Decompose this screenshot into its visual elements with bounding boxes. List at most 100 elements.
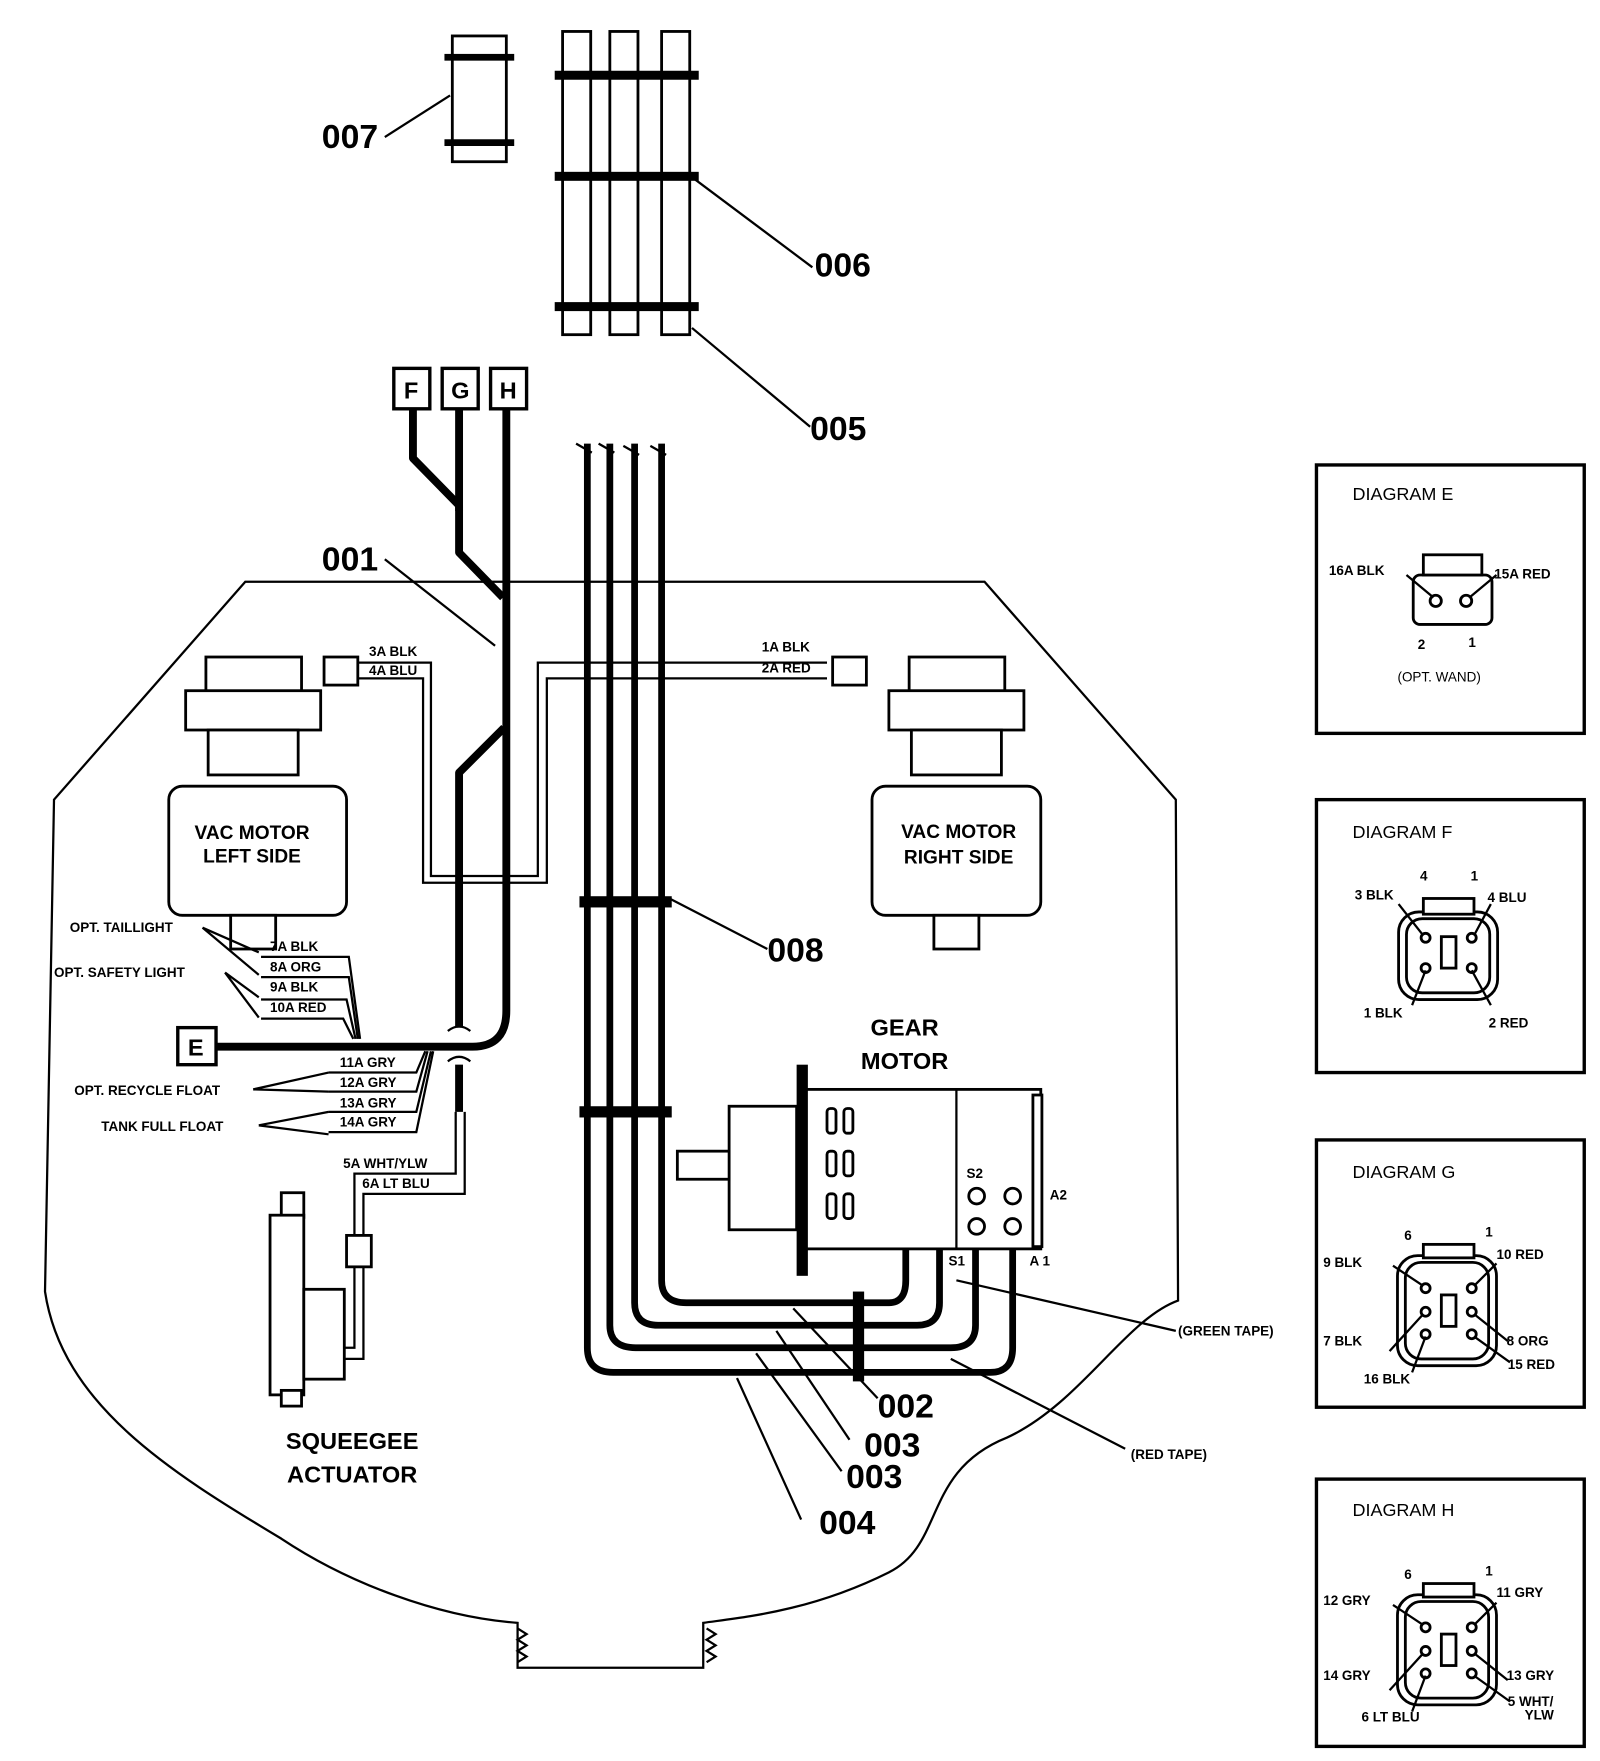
label-001: 001: [322, 541, 378, 579]
svg-text:16A BLK: 16A BLK: [1329, 563, 1385, 578]
svg-text:12 GRY: 12 GRY: [1323, 1593, 1370, 1608]
diagram-h: DIAGRAM H 6 1 12 GRY 11 GRY 14 GRY 13 GR…: [1314, 1477, 1586, 1749]
gear-motor: [675, 1064, 1044, 1276]
leader-006: [694, 178, 814, 269]
part-006-005-tubes: [554, 30, 699, 337]
svg-text:YLW: YLW: [1525, 1707, 1554, 1722]
leader-red-tape: [950, 1357, 1126, 1450]
wire-10a-label: 10A RED: [270, 1000, 327, 1015]
terminal-s1: S1: [949, 1254, 966, 1269]
svg-text:1: 1: [1485, 1225, 1493, 1240]
leader-005: [691, 327, 811, 428]
gear-motor-label-1: GEAR: [871, 1016, 939, 1042]
float-leaders: [252, 1071, 329, 1136]
svg-text:13 GRY: 13 GRY: [1507, 1668, 1554, 1683]
wire-11a-label: 11A GRY: [340, 1055, 396, 1070]
wire-5a-label: 5A WHT/YLW: [343, 1156, 427, 1171]
svg-text:H: H: [500, 379, 517, 405]
wire-7a-label: 7A BLK: [270, 939, 318, 954]
vac-wires: [357, 661, 828, 884]
spring-right: [704, 1627, 718, 1664]
float-wires: [328, 1050, 435, 1134]
svg-text:7 BLK: 7 BLK: [1323, 1333, 1362, 1348]
harness-001: [216, 408, 511, 1112]
wire-12a-label: 12A GRY: [340, 1075, 397, 1090]
svg-text:VAC MOTOR: VAC MOTOR: [194, 823, 309, 844]
wire-13a-label: 13A GRY: [340, 1095, 397, 1110]
svg-text:DIAGRAM E: DIAGRAM E: [1352, 484, 1453, 504]
svg-text:16 BLK: 16 BLK: [1364, 1372, 1411, 1387]
svg-text:6: 6: [1404, 1567, 1412, 1582]
svg-text:14 GRY: 14 GRY: [1323, 1668, 1370, 1683]
svg-text:VAC MOTOR: VAC MOTOR: [901, 822, 1016, 843]
connector-h: H: [488, 366, 529, 411]
svg-text:(OPT. WAND): (OPT. WAND): [1397, 670, 1480, 685]
actuator-plug: [345, 1233, 373, 1269]
leader-green-tape: [956, 1279, 1177, 1332]
svg-text:1 BLK: 1 BLK: [1364, 1006, 1403, 1021]
light-wires: [261, 955, 362, 1040]
svg-text:9 BLK: 9 BLK: [1323, 1255, 1362, 1270]
svg-text:3 BLK: 3 BLK: [1355, 888, 1394, 903]
label-008: 008: [767, 931, 823, 969]
label-003-a: 003: [864, 1427, 920, 1465]
label-004: 004: [819, 1504, 876, 1542]
svg-text:6 LT BLU: 6 LT BLU: [1361, 1710, 1419, 1725]
wire-1a-label: 1A BLK: [762, 639, 810, 654]
wire-9a-label: 9A BLK: [270, 980, 318, 995]
svg-text:4: 4: [1420, 869, 1428, 884]
wire-8a-label: 8A ORG: [270, 959, 321, 974]
svg-text:LEFT SIDE: LEFT SIDE: [203, 847, 301, 868]
svg-text:F: F: [404, 379, 418, 405]
svg-text:10 RED: 10 RED: [1496, 1247, 1543, 1262]
svg-text:15 RED: 15 RED: [1508, 1357, 1555, 1372]
label-007: 007: [322, 118, 378, 156]
label-002: 002: [878, 1387, 934, 1425]
svg-text:1: 1: [1485, 1564, 1493, 1579]
green-tape-label: (GREEN TAPE): [1178, 1323, 1274, 1338]
svg-text:G: G: [451, 379, 469, 405]
connector-e: E: [176, 1025, 218, 1067]
terminal-a2: A2: [1050, 1187, 1067, 1202]
wire-4a-label: 4A BLU: [369, 663, 417, 678]
part-007-sleeve: [444, 34, 515, 164]
spring-left: [515, 1627, 529, 1664]
wire-6a-label: 6A LT BLU: [362, 1176, 429, 1191]
actuator-wires: [343, 1111, 466, 1361]
leader-008: [668, 897, 768, 951]
svg-text:2 RED: 2 RED: [1489, 1016, 1529, 1031]
leader-001: [384, 558, 496, 647]
connector-g: G: [440, 366, 480, 411]
squeegee-label-2: ACTUATOR: [287, 1462, 417, 1488]
label-006: 006: [815, 246, 871, 284]
opt-taillight-label: OPT. TAILLIGHT: [70, 920, 174, 935]
svg-text:1: 1: [1471, 869, 1479, 884]
tank-full-float-label: TANK FULL FLOAT: [101, 1119, 224, 1134]
opt-safety-light-label: OPT. SAFETY LIGHT: [54, 965, 186, 980]
squeegee-actuator: [268, 1191, 346, 1408]
harness-leaders: [735, 1307, 879, 1520]
terminal-s2: S2: [967, 1166, 983, 1181]
opt-recycle-float-label: OPT. RECYCLE FLOAT: [74, 1083, 221, 1098]
wire-3a-label: 3A BLK: [369, 644, 417, 659]
vac-motor-right: VAC MOTOR RIGHT SIDE: [831, 655, 1043, 951]
squeegee-label-1: SQUEEGEE: [286, 1429, 419, 1455]
diagram-f: DIAGRAM F 4 1 3 BLK 4 BLU 1 BLK 2 RED: [1314, 797, 1586, 1075]
svg-text:8 ORG: 8 ORG: [1507, 1333, 1549, 1348]
connector-f: F: [392, 366, 432, 411]
svg-text:5 WHT/: 5 WHT/: [1508, 1694, 1554, 1709]
svg-text:DIAGRAM H: DIAGRAM H: [1352, 1500, 1454, 1520]
wire-14a-label: 14A GRY: [340, 1114, 397, 1129]
vac-motor-left: VAC MOTOR LEFT SIDE: [167, 655, 360, 951]
svg-text:E: E: [188, 1036, 204, 1062]
diagram-g: DIAGRAM G 6 1 9 BLK 10 RED 7 BLK 8 ORG 1…: [1314, 1138, 1586, 1409]
leader-007: [384, 94, 451, 138]
svg-text:4 BLU: 4 BLU: [1487, 890, 1526, 905]
wire-2a-label: 2A RED: [762, 661, 811, 676]
svg-text:15A RED: 15A RED: [1494, 566, 1551, 581]
svg-text:DIAGRAM F: DIAGRAM F: [1352, 822, 1452, 842]
label-003-b: 003: [846, 1458, 902, 1496]
light-leaders: [201, 926, 260, 1019]
